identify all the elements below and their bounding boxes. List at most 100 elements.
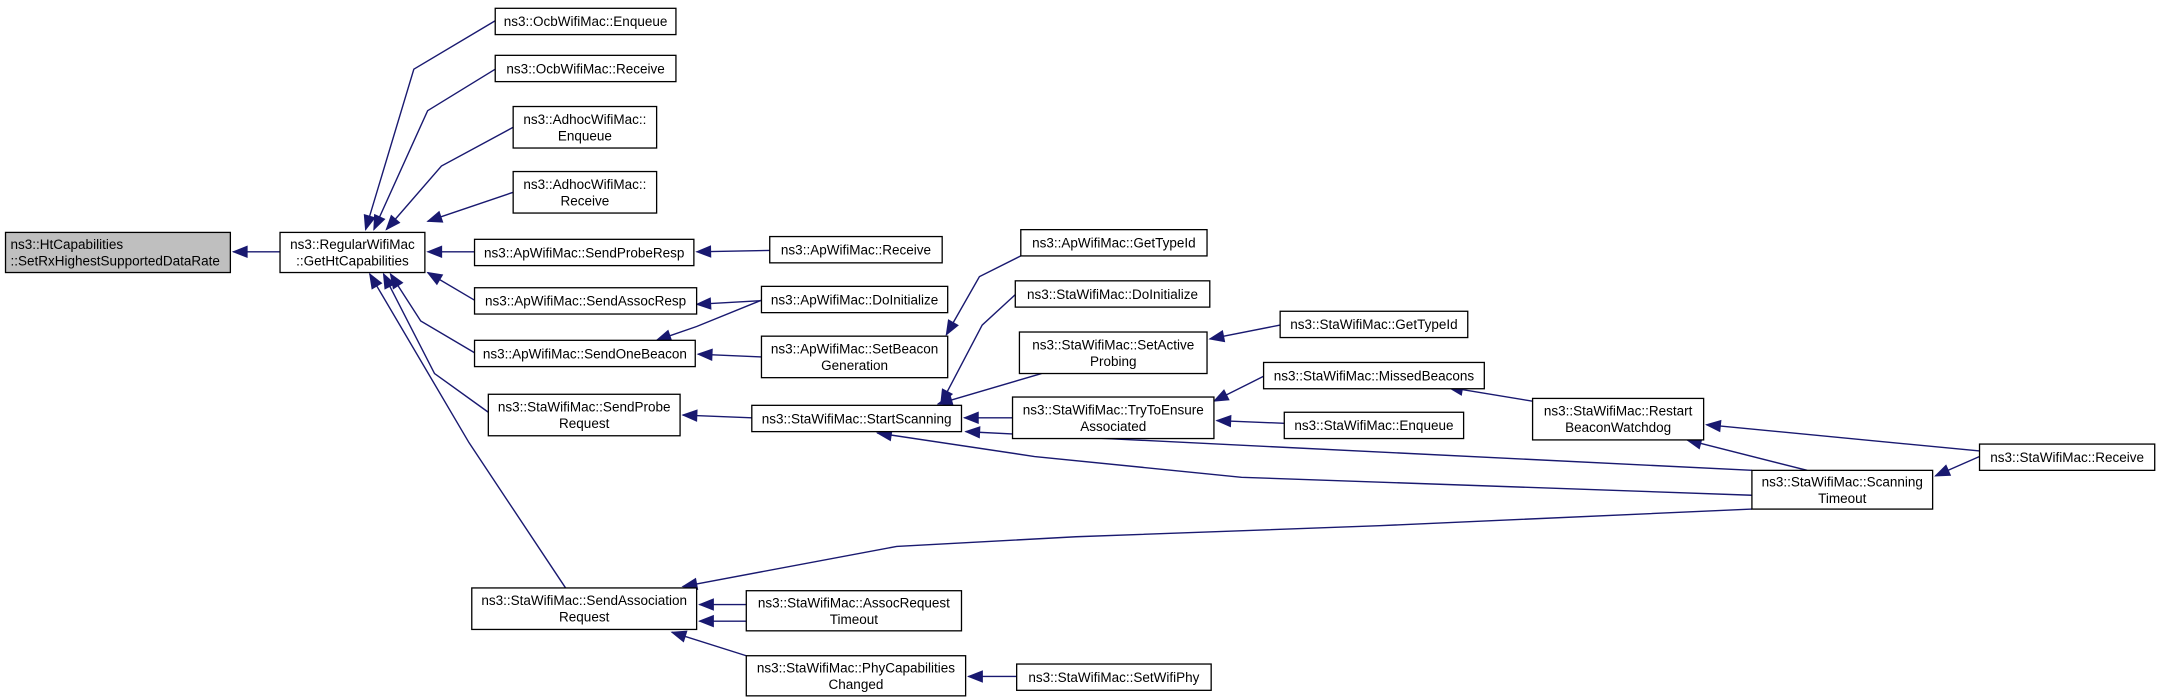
graph-node-sta-startscan[interactable]: ns3::StaWifiMac::StartScanning xyxy=(751,404,963,433)
graph-node-sta-typeid[interactable]: ns3::StaWifiMac::GetTypeId xyxy=(1279,310,1469,339)
node-box xyxy=(279,231,426,274)
node-label: Timeout xyxy=(1818,491,1867,506)
call-edge xyxy=(682,508,1752,588)
node-box xyxy=(1751,469,1934,510)
node-label: ns3::StaWifiMac::PhyCapabilities xyxy=(757,660,955,675)
arrowhead-icon xyxy=(1212,389,1230,402)
node-box xyxy=(473,339,696,368)
node-label: Associated xyxy=(1080,419,1146,434)
arrowhead-icon xyxy=(426,210,444,223)
node-box xyxy=(512,170,658,214)
graph-node-ap-assoc[interactable]: ns3::ApWifiMac::SendAssocResp xyxy=(473,287,698,315)
arrowhead-icon xyxy=(945,319,959,336)
arrowhead-icon xyxy=(681,409,698,422)
node-label: Generation xyxy=(821,358,888,373)
arrowhead-icon xyxy=(369,272,383,290)
arrowhead-icon xyxy=(655,329,673,342)
node-label: Timeout xyxy=(830,612,879,627)
graph-node-sta-doinit[interactable]: ns3::StaWifiMac::DoInitialize xyxy=(1014,280,1211,308)
call-edge xyxy=(937,372,1042,405)
node-box xyxy=(745,590,963,632)
node-box xyxy=(1018,331,1208,375)
node-label: ns3::StaWifiMac::SetWifiPhy xyxy=(1028,670,1199,685)
node-label: Enqueue xyxy=(558,128,612,143)
graph-node-getht[interactable]: ns3::RegularWifiMac::GetHtCapabilities xyxy=(279,231,426,274)
node-label: ns3::AdhocWifiMac:: xyxy=(523,112,646,127)
graph-node-ocb-rcv[interactable]: ns3::OcbWifiMac::Receive xyxy=(494,54,677,83)
arrowhead-icon xyxy=(382,272,396,290)
node-box xyxy=(1011,396,1215,440)
node-label: ns3::StaWifiMac::Enqueue xyxy=(1294,418,1453,433)
arrowhead-icon xyxy=(962,411,979,425)
graph-node-adhoc-enq[interactable]: ns3::AdhocWifiMac::Enqueue xyxy=(512,105,658,149)
graph-node-adhoc-rcv[interactable]: ns3::AdhocWifiMac::Receive xyxy=(512,170,658,214)
node-box xyxy=(494,7,677,36)
call-edge xyxy=(364,20,496,230)
node-box xyxy=(1978,443,2156,472)
node-box xyxy=(751,404,963,433)
node-label: Request xyxy=(559,416,610,431)
node-label: ns3::StaWifiMac::SendAssociation xyxy=(481,593,687,608)
arrowhead-icon xyxy=(1208,330,1226,343)
node-box xyxy=(760,335,949,379)
graph-node-ocb-enq[interactable]: ns3::OcbWifiMac::Enqueue xyxy=(494,7,677,36)
node-box xyxy=(1020,228,1208,257)
node-label: ns3::RegularWifiMac xyxy=(290,237,415,252)
node-label: ns3::StaWifiMac::Scanning xyxy=(1762,474,1923,489)
node-label: ns3::StaWifiMac::GetTypeId xyxy=(1290,317,1457,332)
graph-node-ap-rcv[interactable]: ns3::ApWifiMac::Receive xyxy=(769,235,943,264)
node-label: ns3::StaWifiMac::MissedBeacons xyxy=(1274,368,1475,383)
graph-node-sta-setphy[interactable]: ns3::StaWifiMac::SetWifiPhy xyxy=(1016,663,1212,691)
node-label: ns3::ApWifiMac::GetTypeId xyxy=(1032,236,1196,251)
node-label: ns3::StaWifiMac::SendProbe xyxy=(498,400,671,415)
node-box xyxy=(471,587,698,631)
call-edge xyxy=(427,191,514,223)
node-label: ns3::StaWifiMac::AssocRequest xyxy=(758,595,950,610)
call-edge xyxy=(1686,439,1808,472)
graph-node-set[interactable]: ns3::HtCapabilities::SetRxHighestSupport… xyxy=(4,231,232,274)
arrowhead-icon xyxy=(695,297,712,310)
graph-node-sta-rcv[interactable]: ns3::StaWifiMac::Receive xyxy=(1978,443,2156,472)
node-box xyxy=(4,231,232,274)
node-box xyxy=(760,285,949,314)
node-box xyxy=(487,393,681,437)
arrowhead-icon xyxy=(373,213,386,231)
node-box xyxy=(1262,361,1485,390)
node-box xyxy=(1283,411,1465,440)
graph-node-ap-typeid[interactable]: ns3::ApWifiMac::GetTypeId xyxy=(1020,228,1208,257)
call-edge xyxy=(382,273,489,413)
node-box xyxy=(512,105,658,149)
node-label: ns3::HtCapabilities xyxy=(11,237,124,252)
graph-node-ap-probe[interactable]: ns3::ApWifiMac::SendProbeResp xyxy=(473,238,695,267)
arrowhead-icon xyxy=(426,271,444,286)
node-label: Probing xyxy=(1090,354,1137,369)
arrowhead-icon xyxy=(967,670,983,683)
arrowhead-icon xyxy=(231,245,248,259)
graph-node-ap-beacon[interactable]: ns3::ApWifiMac::SendOneBeacon xyxy=(473,339,696,368)
node-label: ns3::StaWifiMac::DoInitialize xyxy=(1027,287,1198,302)
call-edge xyxy=(373,68,496,230)
graph-node-sta-enq[interactable]: ns3::StaWifiMac::Enqueue xyxy=(1283,411,1465,440)
graph-node-ap-doinit[interactable]: ns3::ApWifiMac::DoInitialize xyxy=(760,285,949,314)
node-box xyxy=(1279,310,1469,339)
call-graph-edges xyxy=(231,20,1980,683)
call-edge xyxy=(389,273,475,354)
node-label: ns3::StaWifiMac::Receive xyxy=(1990,450,2144,465)
arrowhead-icon xyxy=(426,245,443,259)
graph-node-sta-missed[interactable]: ns3::StaWifiMac::MissedBeacons xyxy=(1262,361,1485,390)
arrowhead-icon xyxy=(385,214,401,231)
arrowhead-icon xyxy=(1705,419,1722,433)
node-label: ns3::StaWifiMac::TryToEnsure xyxy=(1023,402,1204,417)
node-label: ns3::StaWifiMac::SetActive xyxy=(1032,337,1194,352)
arrowhead-icon xyxy=(1215,414,1232,428)
node-label: ns3::ApWifiMac::SendProbeResp xyxy=(484,245,684,260)
